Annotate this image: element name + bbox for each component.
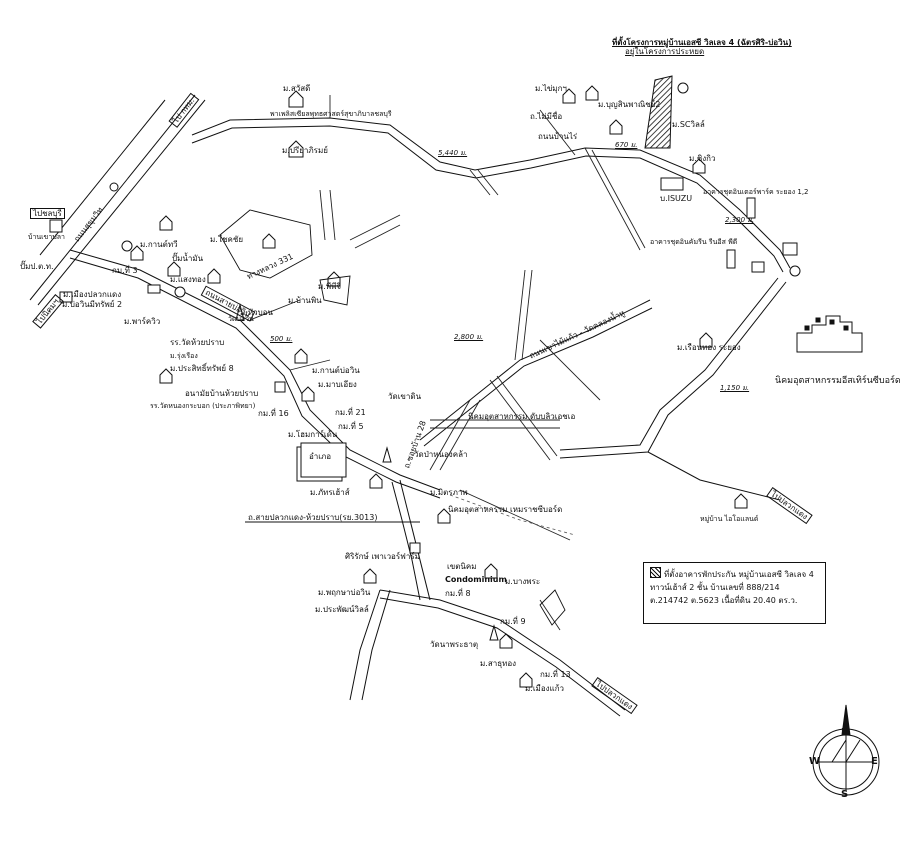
place-school-red: รร.วัดหนองกระบอก (ประภาพิทยา) — [150, 402, 256, 410]
distance-2800: 2,800 ม. — [454, 333, 484, 341]
place-ruenthong: ม.เรือนทอง ระยอง — [677, 343, 741, 352]
place-kanbow: ม.กานต์บ่อวิน — [312, 366, 360, 375]
building-icons — [49, 177, 798, 554]
place-pdwin: ม.พฤกษาบ่อวิน — [318, 588, 371, 597]
place-km16: กม.ที่ 16 — [258, 409, 289, 418]
distance-670: 670 ม. — [615, 141, 638, 149]
place-bunsin: ม.บุญสินพาณิชย์2 — [598, 100, 661, 109]
marker-circles — [109, 82, 801, 298]
distance-5440: 5,440 ม. — [438, 149, 468, 157]
legend-line-1: ที่ตั้งอาคารพักประกัน หมู่บ้านเอสซี วิลเ… — [650, 567, 819, 581]
compass-w: W — [809, 756, 821, 767]
dashed-road — [449, 494, 576, 536]
compass-s: S — [841, 789, 849, 800]
place-km21: กม.ที่ 21 — [335, 408, 366, 417]
place-pat: ม.ภัทรเฮ้าส์ — [310, 488, 350, 497]
place-ppg: ม.พีพีจี — [318, 282, 342, 291]
place-pinpong: ม.ไข่มุกฯ — [535, 84, 567, 93]
temple-icons — [235, 303, 499, 641]
middle-road — [419, 299, 653, 447]
place-wat-n: วัดเขาดิน — [388, 392, 422, 401]
place-chikiw: ม.ชิงกิว — [689, 154, 716, 163]
place-parkview: ม.พาร์ควิว — [124, 317, 161, 326]
place-bangphra: ม.บางพระ — [505, 577, 541, 586]
project-parcel — [644, 75, 673, 149]
place-apt2: อาคารชุดอินคัมรีน รีนอีส พีดี — [650, 238, 738, 246]
district-office — [296, 442, 347, 482]
place-km13: กม.ที่ 13 — [540, 670, 571, 679]
place-pin: ม.บ้านพิน — [288, 296, 322, 305]
highway-top — [191, 117, 791, 273]
place-sathong: ม.สาธุทอง — [480, 659, 517, 668]
distance-2300: 2,300 ม. — [725, 216, 755, 224]
project-title: ที่ตั้งโครงการหมู่บ้านเอสซี วิลเลจ 4 (ฉั… — [612, 38, 792, 47]
main-road — [69, 249, 441, 601]
place-temple: วัดป่าหนองคล้า — [414, 450, 468, 459]
place-km5: กม.ที่ 5 — [338, 422, 364, 431]
place-nikom-hem: นิคมอุตสาหกรรม เหมราชซีบอร์ด — [448, 505, 563, 514]
place-industrial: นิคมอุตสาหกรรมอีสเทิร์นซีบอร์ด — [775, 376, 900, 386]
place-hu: ม.หัวบอน — [240, 308, 273, 317]
legend-line-3: ต.214742 ต.5623 เนื้อที่ดิน 20.40 ตร.ว. — [650, 596, 798, 605]
place-km8: กม.ที่ 8 — [445, 589, 471, 598]
place-km3: กม.ที่ 3 — [112, 266, 138, 275]
highway-east — [559, 277, 787, 501]
project-subtitle: อยู่ในโครงการประหยด — [625, 47, 705, 56]
place-sangthong: ม.แสงทอง — [170, 275, 206, 284]
place-industrial-zone: เขตนิคม — [447, 562, 477, 571]
place-apt1: อาคารชุดอินเตอร์พาร์ค ระยอง 1,2 — [703, 188, 809, 196]
road-ban-rai-label: ถนนบ้านไร่ — [538, 132, 578, 141]
place-panyalan: ม.ปรียาภิรมย์ — [282, 146, 328, 155]
place-condo: Condominium — [445, 575, 507, 584]
place-pump: ปั๊มน้ำมัน — [172, 254, 204, 263]
place-muang: ม.เมืองแก้ว — [525, 684, 565, 693]
estate-outlines — [219, 209, 566, 626]
place-chokchai: ม.โชคชัย — [210, 235, 244, 244]
place-city: ม.เมืองปลวกแดง — [63, 290, 122, 299]
place-wongwin: ม.บ่อวินมีทรัพย์ 2 — [62, 300, 123, 309]
house-icons — [130, 85, 748, 688]
place-sawatsadee: ม.สวัสดี — [283, 84, 311, 93]
legend-line-2: ทาวน์เฮ้าส์ 2 ชั้น บ้านเลขที่ 888/214 — [650, 583, 780, 592]
to-chonburi-label: ไปชลบุรี — [30, 208, 65, 219]
place-office: อำเภอ — [309, 452, 332, 461]
minor-roads — [249, 95, 646, 631]
distance-1150: 1,150 ม. — [720, 384, 750, 392]
compass-rose — [812, 704, 880, 796]
place-anamai: อนามัยบ้านห้วยปราบ — [185, 389, 259, 398]
legend-text-1: ที่ตั้งอาคารพักประกัน หมู่บ้านเอสซี วิลเ… — [664, 570, 814, 579]
place-rung: ม.รุ่งเรือง — [170, 352, 198, 360]
place-pipat: ม.ประพัฒน์วิลล์ — [315, 605, 369, 614]
place-sc: ม.SCวิลล์ — [672, 120, 705, 129]
route-3013-label: ถ.สายปลวกแดง-ห้วยปราบ(รย.3013) — [248, 513, 378, 522]
hatch-swatch — [650, 567, 661, 578]
place-school: รร.วัดห้วยปราบ — [170, 338, 225, 347]
place-siri: ศิริรักษ์ เพาเวอร์ฟาร์ม — [345, 552, 420, 561]
compass-n: N — [841, 727, 850, 738]
place-pthai: พาเพลิสเซียลพุทธศาสตร์สุขาภิบาลชลบุรี — [270, 110, 392, 118]
place-mabiang: ม.มาบเอียง — [318, 380, 357, 389]
place-isuzu: บ.ISUZU — [660, 194, 693, 203]
distance-500: 500 ม. — [270, 335, 293, 343]
place-ptt: ปั๊มป.ต.ท. — [20, 262, 54, 271]
industrial-estate-icon — [796, 315, 863, 353]
place-km9: กม.ที่ 9 — [500, 617, 526, 626]
compass-e: E — [871, 756, 878, 767]
place-wat-bowin: วัดบ่อวิน — [228, 315, 254, 323]
place-khao: บ้านเขาปลา — [28, 233, 65, 241]
place-kanthawit: ม.กานต์ทวี — [140, 240, 178, 249]
place-prasit: ม.ประสิทธิ์ทรัพย์ 8 — [170, 364, 234, 373]
place-mittraphap: ม.มิตรภาพ — [430, 488, 468, 497]
place-mai: ถ.ไม่มีชื่อ — [530, 112, 563, 121]
place-home: ม.โฮมการ์เด้น — [288, 430, 338, 439]
place-wat-ban: วัดนาพระธาตุ — [430, 640, 479, 649]
legend-box: ที่ตั้งอาคารพักประกัน หมู่บ้านเอสซี วิลเ… — [643, 562, 826, 624]
south-road — [349, 589, 626, 717]
place-land: หมู่บ้าน ไอโอแลนด์ — [700, 515, 759, 523]
place-nikom-wha: นิคมอุตสาหกรรม ดับบลิวเอชเอ — [468, 412, 576, 421]
